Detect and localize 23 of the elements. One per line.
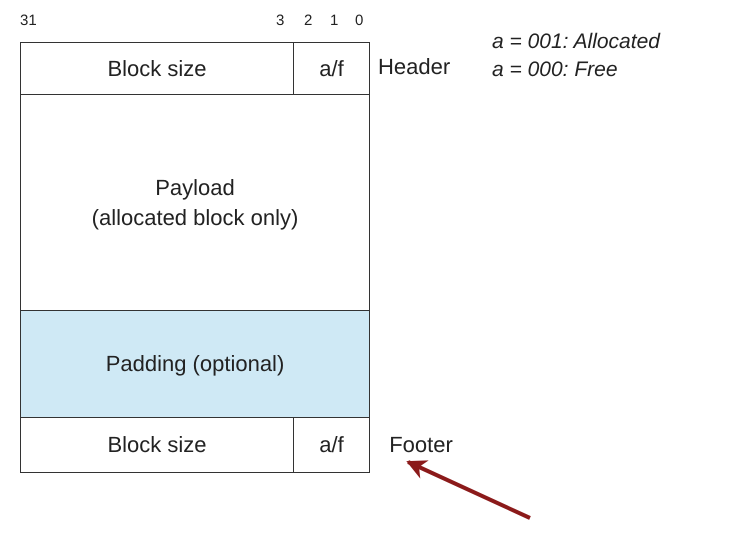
flag-label: a/f (319, 54, 344, 82)
bit-number: 3 (276, 12, 284, 29)
arrow (406, 460, 531, 520)
padding-area (20, 310, 370, 418)
padding-label: Padding (optional) (106, 350, 284, 378)
size-field (20, 417, 294, 473)
payload-area (20, 94, 370, 311)
size-field (20, 42, 294, 95)
bit-number: 31 (20, 12, 37, 29)
flag-field (293, 417, 370, 473)
flag-field (293, 42, 370, 95)
footer-label: Footer (389, 431, 453, 459)
flag-label: a/f (319, 431, 344, 459)
bit-number: 1 (330, 12, 338, 29)
encoding-note: a = 001: Allocated (492, 30, 660, 54)
header-label: Header (378, 54, 450, 80)
size-label: Block size (107, 431, 207, 459)
bit-number: 0 (355, 12, 364, 29)
payload-label: Payload (155, 174, 235, 202)
payload-note: (allocated block only) (92, 204, 298, 232)
encoding-note: a = 000: Free (492, 58, 618, 82)
bit-number: 2 (304, 12, 312, 29)
size-label: Block size (107, 54, 207, 82)
